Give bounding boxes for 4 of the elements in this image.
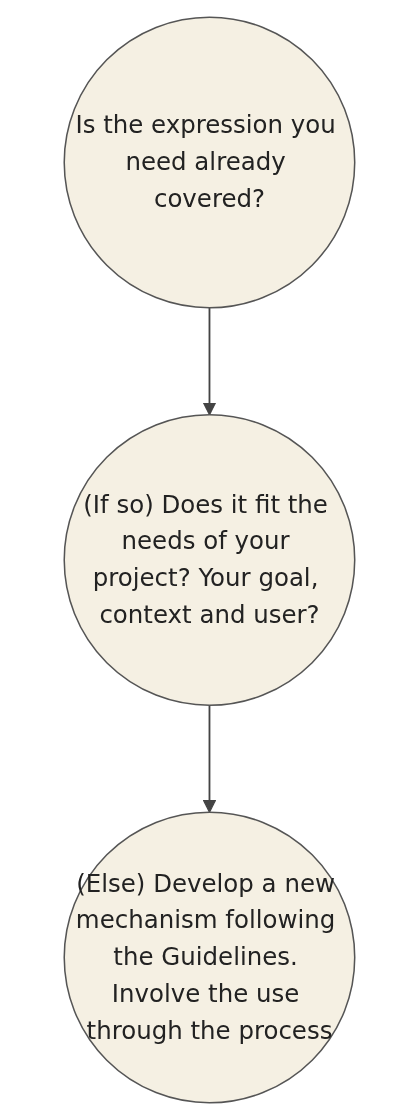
arrow <box>202 306 216 416</box>
node-circle: (If so) Does it fit the needs of your project? Your goal, context and user? <box>63 414 355 706</box>
node-circle: Is the expression you need already covered? <box>63 16 355 309</box>
arrow <box>202 704 216 813</box>
